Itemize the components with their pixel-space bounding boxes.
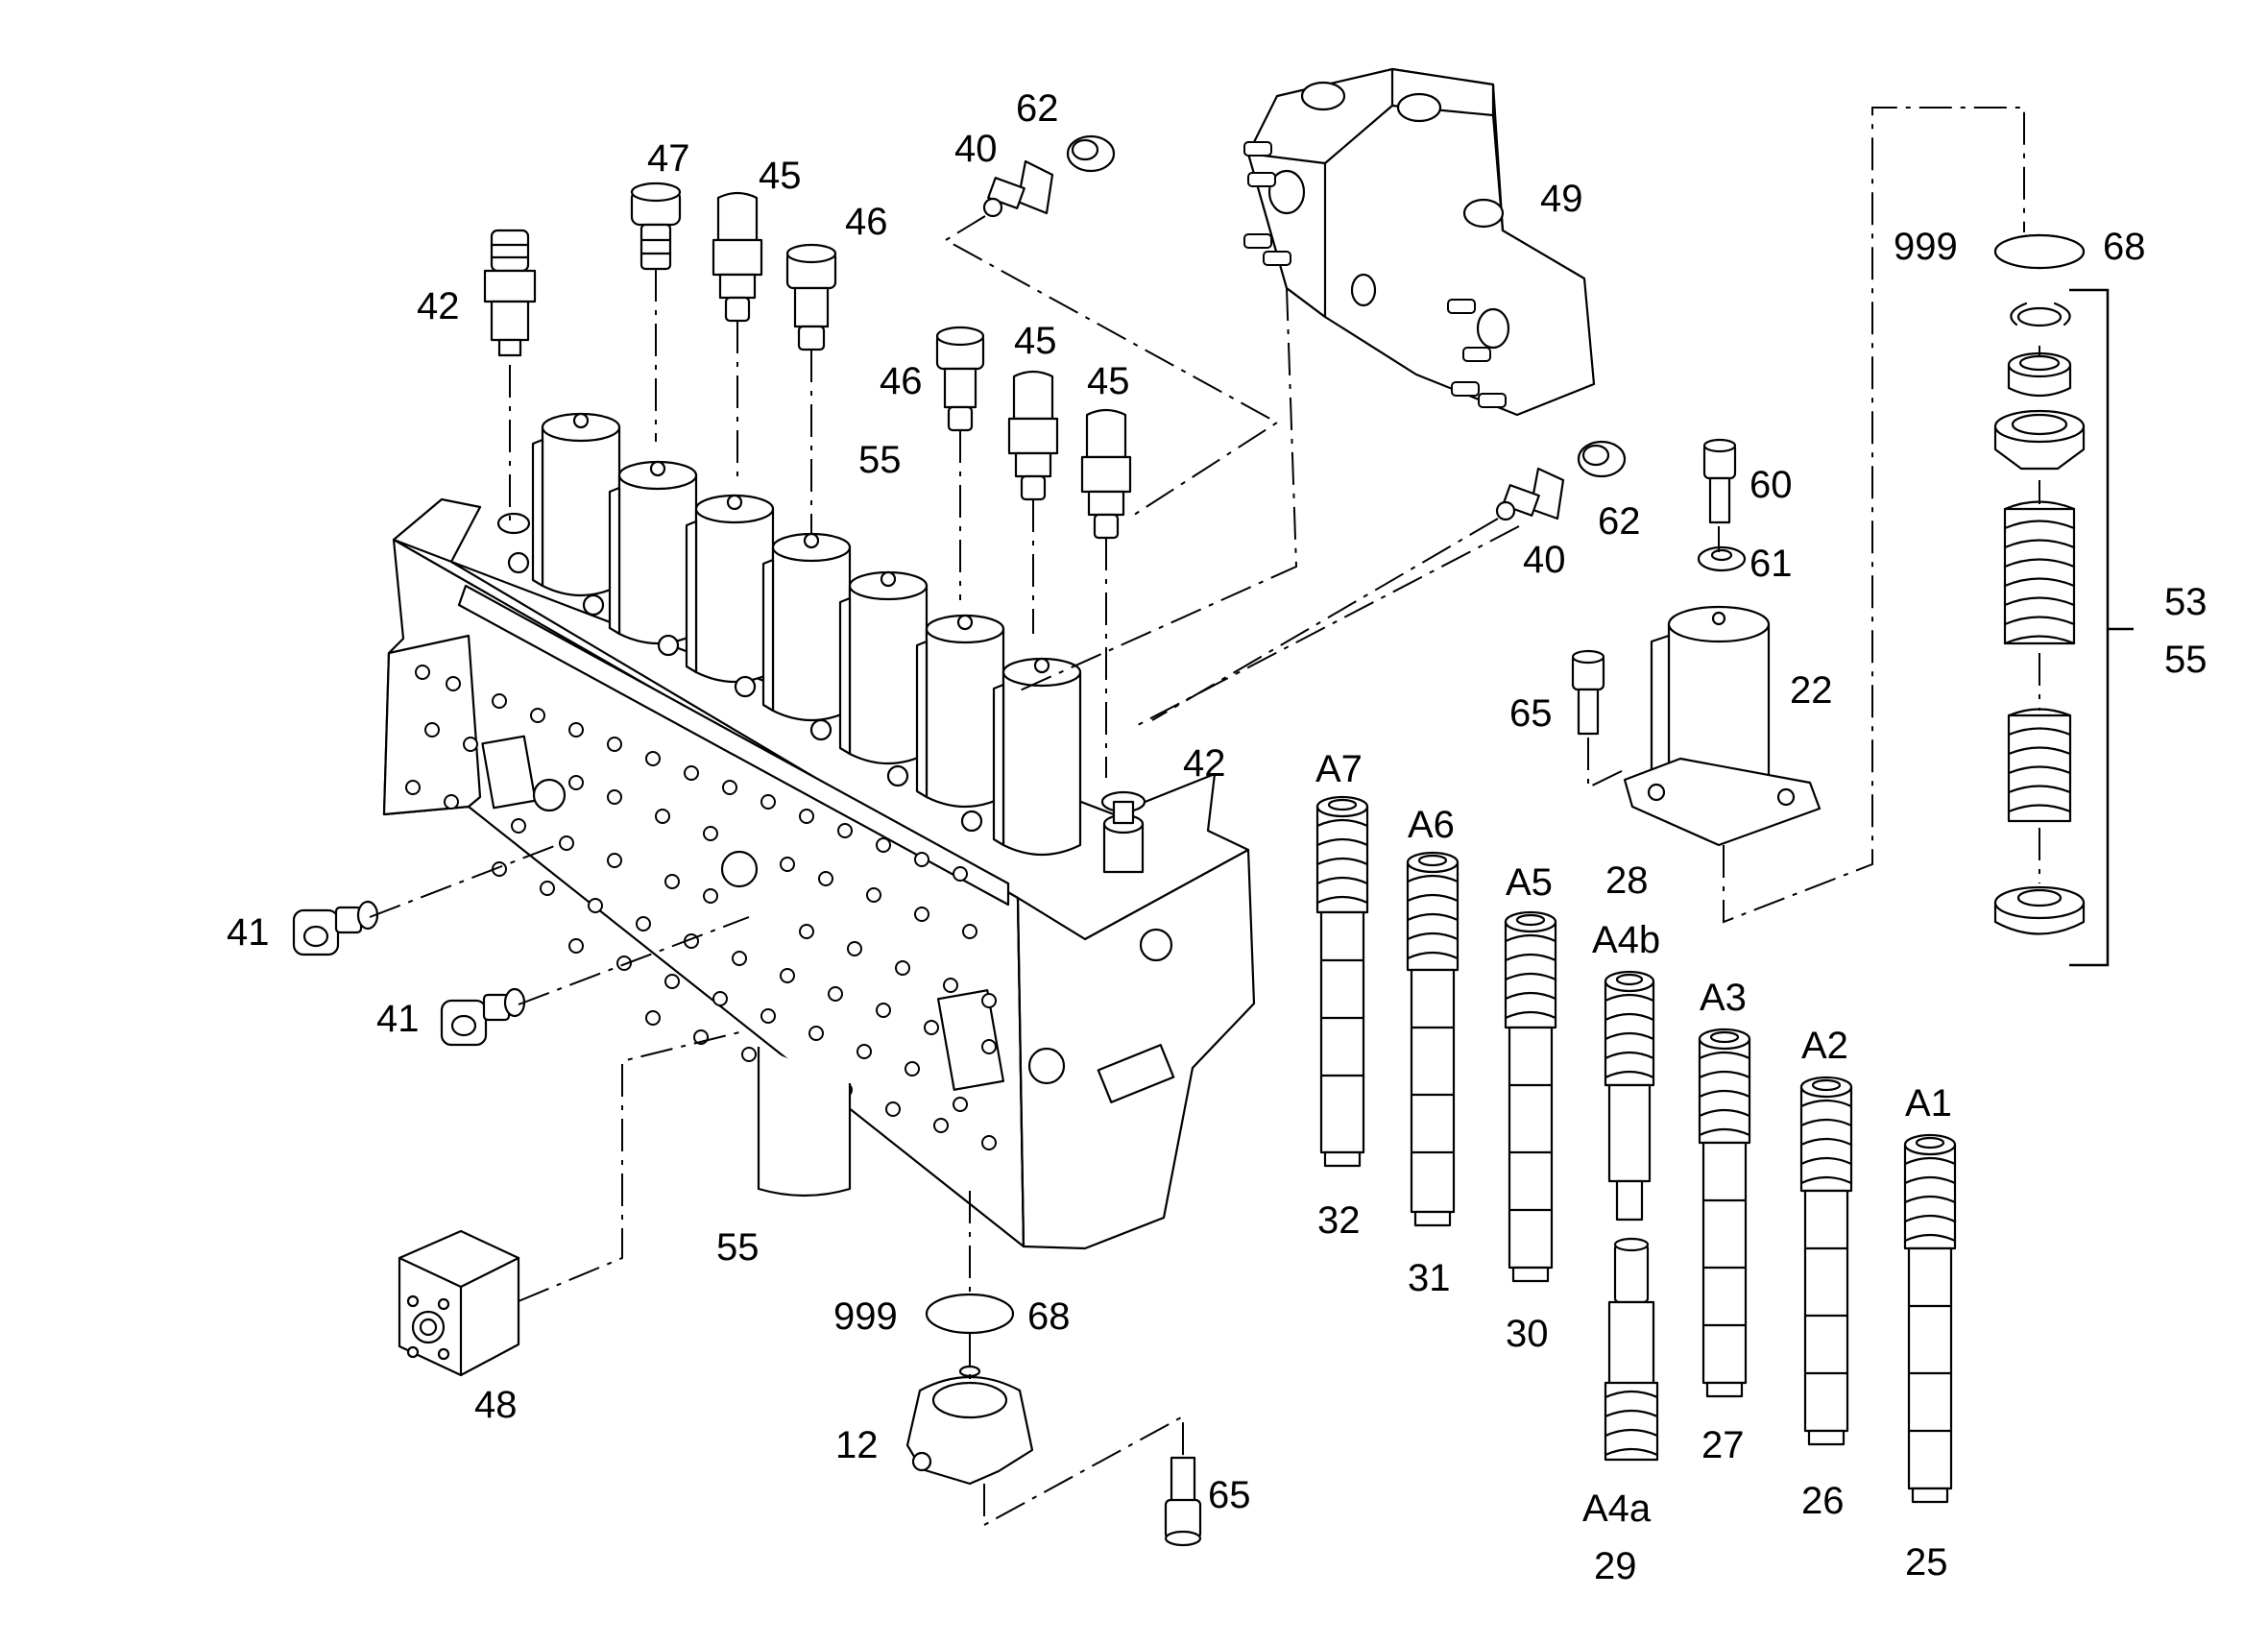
- label-A7: A7: [1315, 748, 1363, 790]
- solenoid-valve-2: [582, 460, 698, 645]
- spring-large: [2003, 500, 2076, 645]
- part-68-oring-lower: [925, 1293, 1015, 1335]
- label-999-bottom: 999: [833, 1295, 898, 1338]
- pressure-valve-42-fitted: [1100, 790, 1146, 874]
- spool-A1: [1903, 1133, 1957, 1504]
- part-60-screw: [1702, 438, 1737, 524]
- spool-A4b: [1604, 970, 1655, 1222]
- spool-A3: [1698, 1028, 1751, 1398]
- label-46-b: 46: [880, 360, 923, 402]
- spring-small: [2007, 708, 2072, 823]
- label-65-b: 65: [1208, 1474, 1251, 1516]
- label-A3: A3: [1700, 977, 1747, 1019]
- label-A5: A5: [1506, 861, 1553, 904]
- label-31: 31: [1408, 1257, 1451, 1299]
- label-A6: A6: [1408, 804, 1455, 846]
- assembly-leader-lines: [369, 107, 2040, 1527]
- label-30: 30: [1506, 1313, 1549, 1355]
- solenoid-valve-6: [886, 614, 1005, 809]
- label-45-b: 45: [1014, 320, 1057, 362]
- label-45-c: 45: [1087, 360, 1130, 402]
- solenoid-valve-4: [734, 532, 852, 722]
- label-28: 28: [1605, 859, 1649, 902]
- label-62-a: 62: [1016, 87, 1059, 130]
- part-62-ring-b: [1577, 440, 1627, 478]
- solenoid-valve-7: [960, 657, 1082, 857]
- label-999-top: 999: [1894, 226, 1958, 268]
- spool-A6: [1406, 851, 1460, 1227]
- spool-A2: [1799, 1076, 1853, 1446]
- label-55-c: 55: [2164, 639, 2208, 681]
- solenoid-valve-5: [809, 570, 929, 765]
- label-25: 25: [1905, 1541, 1948, 1584]
- part-49-cover-plate: [1243, 67, 1596, 417]
- solenoid-valve-row: [496, 412, 1146, 874]
- part-40-pin-b: [1495, 467, 1565, 521]
- label-48: 48: [474, 1384, 518, 1426]
- label-A4a: A4a: [1582, 1488, 1652, 1530]
- label-26: 26: [1801, 1480, 1845, 1522]
- part-45-valve-a: [712, 191, 763, 323]
- bolt-hole-grid: [405, 665, 997, 1150]
- label-55-b: 55: [716, 1226, 760, 1269]
- solenoid-valve-1: [507, 412, 621, 597]
- label-41-b: 41: [376, 998, 420, 1040]
- spool-A5: [1504, 910, 1557, 1283]
- label-65-a: 65: [1509, 692, 1553, 735]
- part-47-plug: [630, 181, 682, 271]
- part-65-screw-b: [1164, 1456, 1202, 1547]
- label-41-a: 41: [227, 911, 270, 954]
- label-46-a: 46: [845, 201, 888, 243]
- part-22-solenoid: [1623, 605, 1822, 847]
- label-61: 61: [1749, 543, 1793, 585]
- part-46-plug-b: [935, 326, 985, 432]
- part-41-plug-a: [292, 900, 379, 956]
- label-53: 53: [2164, 581, 2208, 623]
- part-48-block: [398, 1229, 520, 1377]
- label-40-b: 40: [1523, 539, 1566, 581]
- part-12-flange: [905, 1365, 1034, 1486]
- label-49: 49: [1540, 178, 1583, 220]
- bracket-53-55: [2069, 288, 2134, 967]
- spool-A7: [1315, 795, 1369, 1168]
- label-A2: A2: [1801, 1025, 1848, 1067]
- part-62-ring-a: [1066, 134, 1116, 173]
- label-32: 32: [1317, 1199, 1361, 1242]
- part-46-plug-a: [785, 243, 837, 351]
- label-62-b: 62: [1598, 500, 1641, 543]
- label-42-a: 42: [417, 285, 460, 327]
- label-45-a: 45: [759, 155, 802, 197]
- label-40-a: 40: [954, 128, 998, 170]
- spool-A4a: [1604, 1237, 1659, 1462]
- label-12: 12: [835, 1424, 879, 1466]
- label-22: 22: [1790, 669, 1833, 712]
- part-42-valve: [483, 229, 537, 357]
- label-68-top: 68: [2103, 226, 2146, 268]
- callout-labels: 999 68 62 40 47 45 46 42 49 46 45 45 55 …: [227, 87, 2208, 1587]
- part-40-pin-a: [982, 159, 1054, 218]
- label-29: 29: [1594, 1545, 1637, 1587]
- label-60: 60: [1749, 464, 1793, 506]
- label-A1: A1: [1905, 1082, 1952, 1125]
- part-45-valve-c: [1080, 408, 1132, 540]
- solenoid-valve-3: [657, 494, 775, 684]
- label-42-b: 42: [1183, 742, 1226, 785]
- label-68-bottom: 68: [1027, 1295, 1071, 1338]
- part-65-screw-a: [1571, 649, 1605, 736]
- part-45-valve-b: [1007, 370, 1059, 501]
- label-47: 47: [647, 137, 690, 180]
- part-41-plug-b: [440, 987, 526, 1047]
- label-55-a: 55: [858, 439, 902, 481]
- part-61-washer: [1697, 545, 1747, 572]
- label-A4b: A4b: [1592, 919, 1660, 961]
- part-68-oring-upper: [1993, 233, 2086, 270]
- label-27: 27: [1701, 1424, 1745, 1466]
